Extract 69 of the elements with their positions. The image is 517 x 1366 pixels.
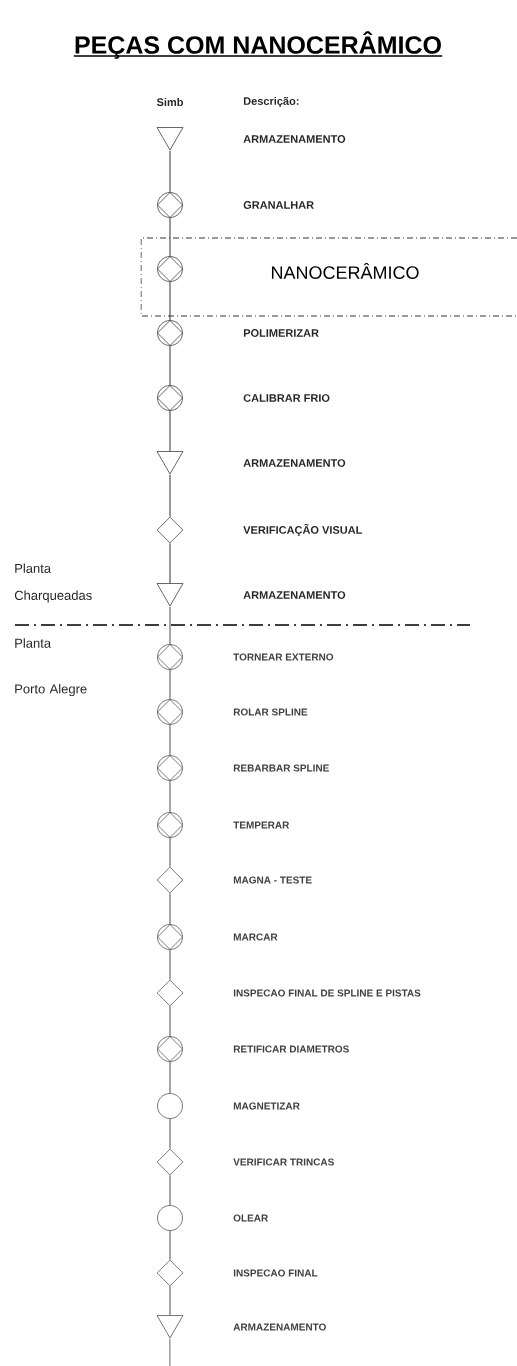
connector-line [169,281,171,321]
operation-symbol [157,385,183,411]
inspection-diamond [156,1148,184,1176]
title: PEÇAS COM NANOCERÂMICO [72,31,444,59]
step-label: VERIFICAÇÃO VISUAL [243,524,363,537]
connector-line [169,345,171,386]
step-label: RETIFICAR DIAMETROS [233,1045,349,1053]
storage-triangle [156,127,184,151]
step-label: CALIBRAR FRIO [243,394,330,402]
connector-line [169,150,171,193]
step-label: INSPECAO FINAL DE SPLINE E PISTAS [233,989,421,997]
storage-triangle [156,1315,184,1339]
connector-line [169,1174,171,1206]
plant-label: Planta [15,638,52,648]
step-label: OLEAR [233,1214,268,1222]
step-label: ARMAZENAMENTO [243,459,346,467]
step-label: POLIMERIZAR [243,329,319,337]
storage-triangle [156,451,184,475]
connector-line [169,949,171,981]
connector-line [169,892,171,925]
inspection-diamond [156,516,184,544]
operation-symbol [157,256,183,282]
step-label: MARCAR [233,933,278,941]
step-label: TEMPERAR [233,821,290,829]
connector-line [169,1061,171,1094]
operation-symbol [157,924,183,950]
column-header: Simb [156,97,183,107]
inspection-diamond [156,866,184,894]
connector-line [169,542,171,584]
inspection-diamond [156,979,184,1007]
connector-line [169,1338,171,1366]
step-label: ROLAR SPLINE [233,708,308,716]
connector-line [169,1118,171,1150]
connector-line [169,724,171,756]
step-label: ARMAZENAMENTO [233,1323,326,1331]
operation-symbol [157,699,183,725]
plant-label: Planta Charqueadas [14,563,92,603]
storage-triangle [156,583,184,607]
connector-line [169,837,171,868]
operation-symbol [157,320,183,346]
step-label: VERIFICAR TRINCAS [233,1158,334,1166]
step-label: MAGNA - TESTE [233,876,312,884]
inspection-diamond [156,1259,184,1287]
connector-line [169,1230,171,1261]
plant-label: Porto Alegre [15,683,87,697]
operation-symbol [157,192,183,218]
operation-symbol [157,812,183,838]
operation-circle [157,1093,183,1119]
connector-line [169,780,171,813]
operation-symbol [157,644,183,670]
step-label: ARMAZENAMENTO [243,591,346,599]
dashed-region: NANOCERÂMICO [140,237,517,317]
connector-line [169,1005,171,1037]
step-label: GRANALHAR [243,201,314,209]
connector-line [169,217,171,257]
step-label: REBARBAR SPLINE [233,764,329,772]
step-label: TORNEAR EXTERNO [233,653,334,661]
operation-circle [157,1205,183,1231]
step-label: MAGNETIZAR [233,1102,300,1110]
connector-line [169,1285,171,1316]
step-label: INSPECAO FINAL [233,1269,318,1277]
operation-symbol [157,1036,183,1062]
connector-line [169,474,171,518]
connector-line [169,606,171,645]
connector-line [169,669,171,700]
step-label: ARMAZENAMENTO [243,135,346,143]
connector-line [169,410,171,452]
column-header: Descrição: [243,96,299,108]
operation-symbol [157,755,183,781]
